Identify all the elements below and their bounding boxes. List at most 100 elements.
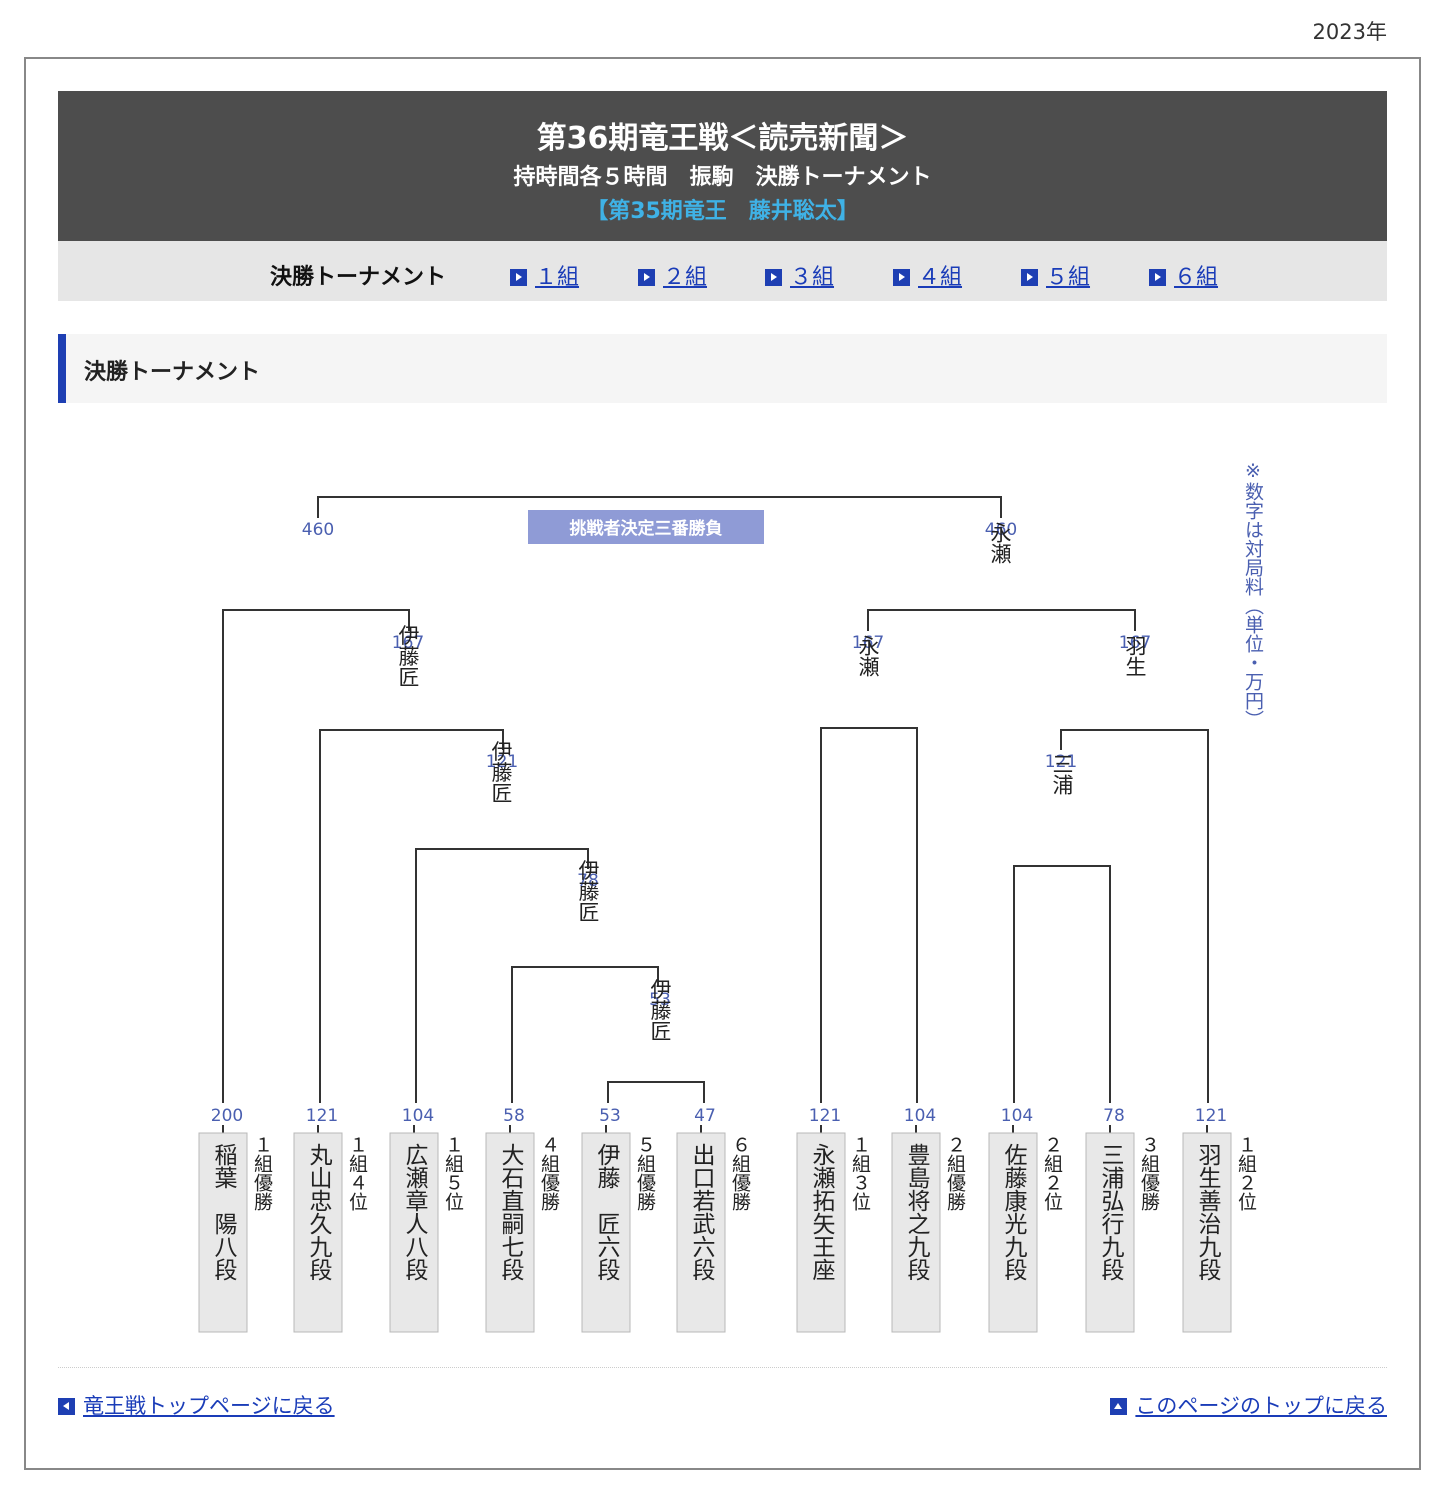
player-name: 永瀬拓矢王座 [808, 1143, 836, 1281]
winner-final-right: 永瀬 [988, 522, 1012, 564]
player-name: 広瀬章人八段 [401, 1143, 429, 1281]
player-name: 丸山忠久九段 [305, 1143, 333, 1281]
page-header: 第36期竜王戦＜読売新聞＞ 持時間各５時間 振駒 決勝トーナメント 【第35期竜… [58, 91, 1387, 241]
nav-link-group-5[interactable]: ５組 [1021, 259, 1090, 291]
final-label: 挑戦者決定三番勝負 [570, 518, 723, 539]
player-box [988, 1132, 1038, 1333]
page-top-link[interactable]: このページのトップに戻る [1110, 1394, 1387, 1418]
nav-current: 決勝トーナメント [270, 265, 447, 290]
player-box [1085, 1132, 1135, 1333]
player-box [1182, 1132, 1232, 1333]
player-seed: ５組優勝 [634, 1135, 656, 1211]
player-fee: 104 [1001, 1106, 1033, 1126]
winner-qf-right: 三浦 [1050, 753, 1074, 795]
player-name: 羽生善治九段 [1194, 1143, 1222, 1281]
player-fee: 47 [694, 1106, 716, 1126]
player-fee: 121 [306, 1106, 338, 1126]
player-name: 稲葉 陽八段 [210, 1143, 238, 1281]
player-fee: 53 [599, 1106, 621, 1126]
page-title: 第36期竜王戦＜読売新聞＞ [536, 121, 909, 156]
nav-link-label: ４組 [918, 265, 963, 290]
player-seed: ４組優勝 [538, 1135, 560, 1211]
player-seed: １組優勝 [251, 1135, 273, 1211]
nav-link-group-1[interactable]: １組 [510, 259, 579, 291]
winner-r3: 伊藤匠 [576, 860, 600, 923]
player-fee: 104 [402, 1106, 434, 1126]
player-name: 佐藤康光九段 [1000, 1143, 1028, 1281]
fee-sf-right-b: 167 [1119, 633, 1151, 653]
player-box [293, 1132, 343, 1333]
player-box [389, 1132, 439, 1333]
player-box [581, 1132, 631, 1333]
player-list: 200 稲葉 陽八段 １組優勝 121 丸山忠久九段 １組４位 104 広瀬章人八段 １組５位 5… [198, 1106, 1257, 1333]
arrow-left-icon [58, 1398, 75, 1415]
fee-note: ※数字は対局料（単位・万円） [1242, 460, 1264, 729]
fee-r3: 78 [577, 871, 599, 891]
player-seed: １組５位 [442, 1135, 464, 1211]
player-box [485, 1132, 535, 1333]
footer-top: このページのトップに戻る [1110, 1390, 1387, 1420]
winner-r2: 伊藤匠 [648, 979, 672, 1042]
player-fee: 200 [211, 1106, 243, 1126]
nav-link-label: ３組 [790, 265, 835, 290]
player-fee: 104 [904, 1106, 936, 1126]
player-fee: 58 [503, 1106, 525, 1126]
player-box [891, 1132, 941, 1333]
nav-link-label: ２組 [663, 265, 708, 290]
back-link-label: 竜王戦トップページに戻る [83, 1394, 335, 1418]
fee-r2: 53 [649, 990, 671, 1010]
player-fee: 78 [1103, 1106, 1125, 1126]
footer-back: 竜王戦トップページに戻る [58, 1390, 335, 1420]
player-seed: １組３位 [849, 1135, 871, 1211]
title-holder: 【第35期竜王 藤井聡太】 [586, 199, 859, 224]
winner-sf-right-a: 永瀬 [856, 635, 880, 677]
player-box [796, 1132, 846, 1333]
nav-link-group-2[interactable]: ２組 [638, 259, 707, 291]
back-to-top-page-link[interactable]: 竜王戦トップページに戻る [58, 1394, 335, 1418]
player-name: 豊島将之九段 [903, 1143, 931, 1281]
player-box [676, 1132, 726, 1333]
nav-link-label: ６組 [1174, 265, 1219, 290]
nav-link-label: ５組 [1046, 265, 1091, 290]
group-nav: 決勝トーナメント １組 ２組 ３組 ４組 ５組 ６組 [58, 241, 1387, 301]
fee-sf-left: 167 [392, 633, 424, 653]
winner-sf-right-b: 羽生 [1123, 635, 1147, 677]
player-seed: ２組優勝 [944, 1135, 966, 1211]
fee-qf-left: 121 [486, 752, 518, 772]
arrow-up-icon [1110, 1398, 1128, 1415]
page-subtitle: 持時間各５時間 振駒 決勝トーナメント [513, 165, 932, 190]
nav-link-group-3[interactable]: ３組 [765, 259, 834, 291]
arrow-right-icon [638, 269, 655, 286]
arrow-right-icon [510, 269, 527, 286]
fee-final-left: 460 [302, 520, 334, 540]
section-heading: 決勝トーナメント [58, 334, 1387, 403]
player-seed: １組２位 [1235, 1135, 1257, 1211]
final-label-box [528, 510, 764, 544]
winner-qf-left: 伊藤匠 [489, 741, 513, 804]
footer-divider [58, 1367, 1387, 1368]
section-title: 決勝トーナメント [84, 360, 261, 385]
player-fee: 121 [1195, 1106, 1227, 1126]
player-fee: 121 [809, 1106, 841, 1126]
nav-link-group-6[interactable]: ６組 [1149, 259, 1218, 291]
player-seed: ６組優勝 [729, 1135, 751, 1211]
arrow-right-icon [1021, 269, 1038, 286]
top-link-label: このページのトップに戻る [1135, 1394, 1387, 1418]
player-seed: ３組優勝 [1138, 1135, 1160, 1211]
player-seed: １組４位 [346, 1135, 368, 1211]
player-seed: ２組２位 [1041, 1135, 1063, 1211]
arrow-right-icon [1149, 269, 1166, 286]
arrow-right-icon [893, 269, 910, 286]
year-label: 2023年 [1312, 20, 1387, 44]
arrow-right-icon [765, 269, 782, 286]
player-name: 三浦弘行九段 [1097, 1143, 1125, 1281]
player-box [198, 1132, 248, 1333]
player-name: 出口若武六段 [688, 1143, 716, 1281]
nav-link-group-4[interactable]: ４組 [893, 259, 962, 291]
player-name: 伊藤 匠六段 [593, 1143, 621, 1281]
player-name: 大石直嗣七段 [497, 1143, 525, 1281]
fee-final-right: 460 [985, 520, 1017, 540]
fee-qf-right: 121 [1045, 752, 1077, 772]
fee-sf-right-a: 167 [852, 633, 884, 653]
